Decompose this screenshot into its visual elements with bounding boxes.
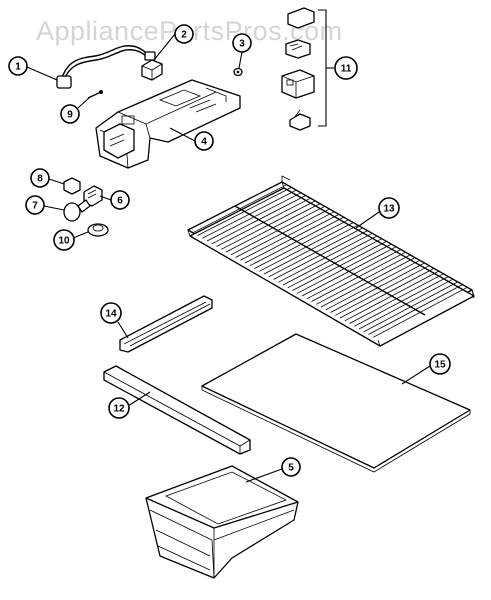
callout-circle (108, 397, 130, 419)
callout-circle (100, 302, 122, 324)
callout-number: 6 (117, 196, 123, 207)
callout-circle (110, 190, 130, 210)
part-shelf-rail (119, 295, 213, 353)
part-nut (233, 67, 243, 77)
callout-number: 9 (67, 110, 73, 121)
callout-circle (281, 457, 301, 477)
callout-circle (378, 197, 400, 219)
callout-circle (8, 56, 28, 76)
part-control-housing (95, 79, 241, 169)
part-bracket-group (281, 7, 334, 131)
callout-number: 11 (341, 64, 352, 75)
callout-group: 1 2 3 4 5 6 7 8 9 10 (8, 24, 451, 483)
callout-number: 5 (288, 463, 294, 474)
callout-circle (25, 195, 45, 215)
callout-number: 15 (434, 360, 446, 371)
callout-circle (232, 33, 252, 53)
callout-circle (429, 353, 451, 375)
part-thermostat (141, 59, 163, 81)
part-light-bulb (63, 199, 91, 222)
callout-circle (53, 229, 75, 251)
part-lamp-socket (83, 185, 103, 207)
callout-number: 4 (201, 137, 207, 148)
part-wire-harness (56, 45, 156, 89)
callout-circle (30, 168, 50, 188)
part-clip (63, 177, 81, 195)
part-screw (87, 90, 103, 99)
part-lamp-shield (87, 223, 109, 237)
callout-number: 14 (105, 309, 117, 320)
callout-number: 7 (32, 201, 38, 212)
callout-number: 10 (58, 236, 70, 247)
callout-circle (334, 56, 358, 80)
callout-number: 1 (15, 62, 21, 73)
part-cover-frame (103, 365, 251, 455)
part-glass-cover (201, 333, 471, 473)
part-crisper-drawer (145, 465, 299, 579)
callout-number: 12 (113, 404, 125, 415)
callout-circle (60, 104, 80, 124)
callout-number: 8 (37, 174, 43, 185)
callout-number: 13 (383, 204, 395, 215)
callout-number: 2 (181, 30, 187, 41)
part-wire-shelf (187, 175, 475, 347)
callout-circle (174, 24, 194, 44)
callout-number: 3 (239, 39, 245, 50)
callout-circle (194, 131, 214, 151)
